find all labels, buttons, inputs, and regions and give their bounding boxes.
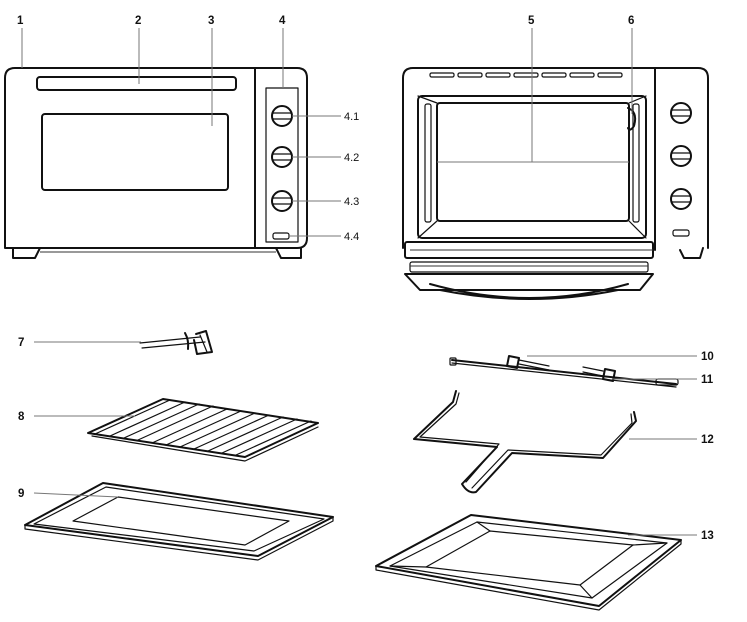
oven-closed-front-view	[4, 67, 308, 259]
crumb-tray	[375, 514, 682, 611]
leader-lines	[21, 28, 697, 536]
open-panel-knob-top-icon	[670, 102, 692, 124]
door-handle	[36, 76, 237, 91]
oven-foot-left	[12, 247, 41, 259]
rotisserie-socket	[627, 107, 637, 131]
open-door-glass	[404, 273, 654, 291]
oven-open-housing	[402, 67, 709, 249]
callout-9: 9	[18, 488, 24, 500]
oven-housing	[4, 67, 308, 249]
rotisserie-spit	[449, 355, 679, 388]
callout-3: 3	[208, 15, 214, 27]
callout-7: 7	[18, 337, 24, 349]
indicator-light-icon	[272, 232, 290, 240]
control-panel-frame	[265, 87, 299, 243]
callout-8: 8	[18, 411, 25, 423]
callout-4: 4	[279, 15, 286, 27]
top-vent-slots	[429, 72, 623, 78]
open-panel-knob-middle-icon	[670, 145, 692, 167]
heating-element-rail-left	[424, 103, 432, 223]
callout-4-2: 4.2	[344, 152, 359, 164]
open-door-lower-bar	[409, 261, 649, 273]
callout-2: 2	[135, 15, 141, 27]
temperature-knob-icon	[271, 105, 293, 127]
rack-handle-accessory	[139, 330, 213, 355]
timer-knob-icon	[271, 190, 293, 212]
rotisserie-fork-right	[582, 366, 616, 382]
callout-4-1: 4.1	[344, 111, 359, 123]
heating-element-rail-right	[632, 103, 640, 223]
function-knob-icon	[271, 146, 293, 168]
baking-tray	[24, 482, 334, 561]
callout-1: 1	[17, 15, 24, 27]
oven-open-front-view	[402, 67, 709, 300]
callout-11: 11	[701, 374, 714, 386]
callout-13: 13	[701, 530, 714, 542]
rotisserie-fork-left	[506, 355, 550, 371]
open-panel-knob-bottom-icon	[670, 188, 692, 210]
callout-12: 12	[701, 434, 714, 446]
callout-5: 5	[528, 15, 535, 27]
open-door-handle	[429, 283, 629, 300]
rotisserie-support-frame	[413, 390, 637, 494]
wire-rack	[87, 398, 319, 462]
open-panel-indicator-icon	[672, 229, 690, 237]
callout-4-3: 4.3	[344, 196, 359, 208]
callout-10: 10	[701, 351, 714, 363]
callout-4-4: 4.4	[344, 231, 359, 243]
callout-6: 6	[628, 15, 634, 27]
oven-foot-right	[275, 247, 302, 259]
door-window	[41, 113, 229, 191]
callout-labels: 1 2 3 4 4.1 4.2 4.3 4.4 5 6 7 8 9 10 11 …	[17, 15, 714, 542]
